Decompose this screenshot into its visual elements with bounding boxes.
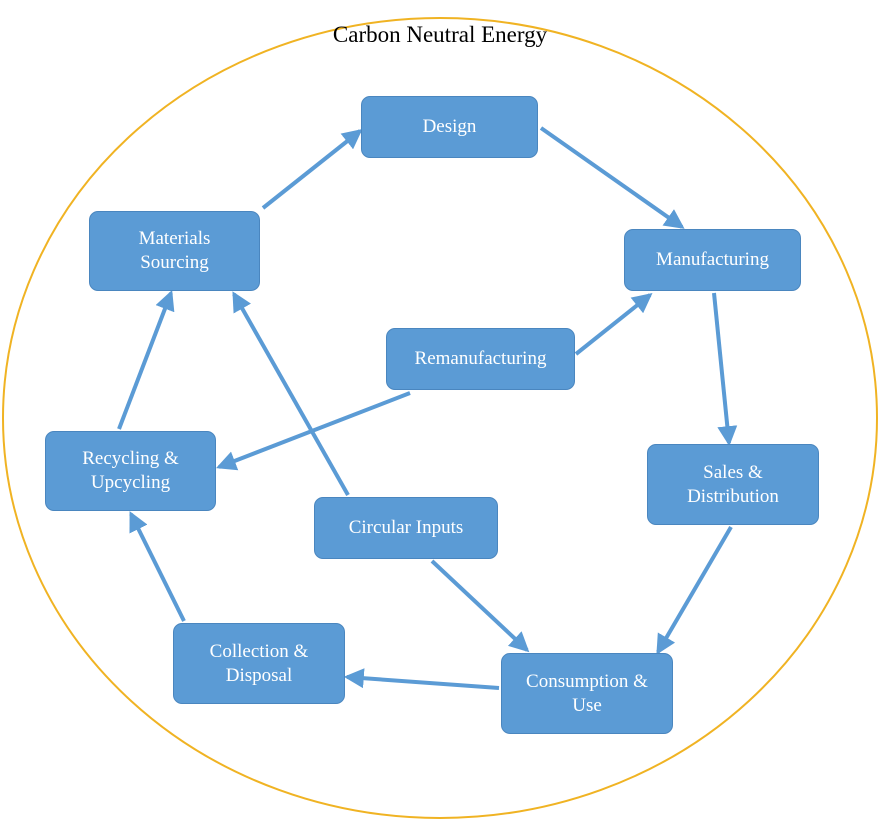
node-sales-distribution: Sales & Distribution	[647, 444, 819, 525]
arrow-sales-to-consumption	[656, 525, 733, 655]
arrow-circular-to-materials	[232, 291, 350, 496]
node-consumption-use: Consumption & Use	[501, 653, 673, 734]
node-circular-inputs: Circular Inputs	[314, 497, 498, 559]
node-design: Design	[361, 96, 538, 158]
node-materials-sourcing: Materials Sourcing	[89, 211, 260, 291]
diagram-title: Carbon Neutral Energy	[332, 22, 548, 47]
node-collection-disposal: Collection & Disposal	[173, 623, 345, 704]
node-manufacturing: Manufacturing	[624, 229, 801, 291]
arrow-manufacturing-to-sales	[712, 292, 738, 447]
arrow-circular-to-consumption	[430, 559, 530, 653]
arrow-consumption-to-collection	[343, 668, 500, 690]
carbon-neutral-boundary	[2, 17, 878, 819]
arrow-design-to-manufacturing	[539, 126, 685, 229]
arrow-recycling-to-materials	[117, 290, 175, 430]
arrow-remanufacturing-to-manufacturing	[574, 293, 653, 356]
arrow-materials-to-design	[261, 129, 363, 210]
arrow-collection-to-recycling	[129, 511, 186, 622]
node-remanufacturing: Remanufacturing	[386, 328, 575, 390]
node-recycling-upcycling: Recycling & Upcycling	[45, 431, 216, 511]
arrow-remanufacturing-to-recycling	[216, 391, 411, 471]
